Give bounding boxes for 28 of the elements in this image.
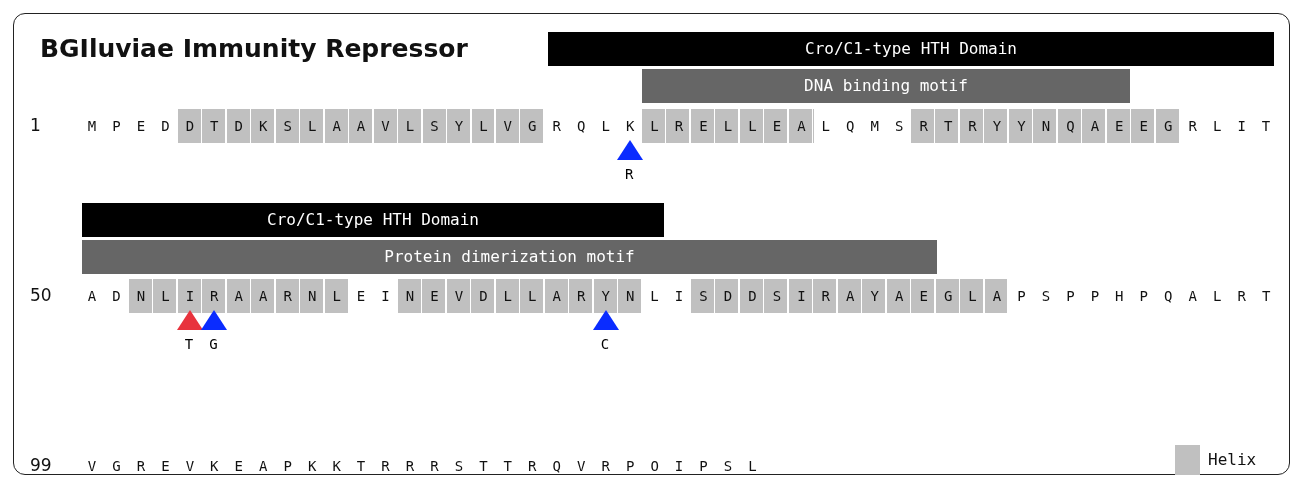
helix-segment: R T R Y Y N Q A E E G (911, 109, 1181, 143)
domain-bar: DNA binding motif (642, 69, 1130, 103)
residue-sequence: V G R E V K E A P K K T R R R S T T R Q V R P O I P S L (86, 457, 762, 476)
residue-sequence: R Q L K (551, 117, 640, 136)
residue-sequence: R L I T (1187, 117, 1276, 136)
substitution-letter: C (600, 336, 610, 352)
residue-sequence: E I (355, 287, 395, 306)
domain-bar: Cro/C1-type HTH Domain (82, 203, 664, 237)
diagram-title: BGIluviae Immunity Repressor (40, 34, 468, 63)
legend-label: Helix (1208, 450, 1257, 469)
helix-segment: L R E L L E A (642, 109, 814, 143)
helix-segment: N L I R A A R N L (128, 279, 349, 313)
substitution-letter: T (184, 336, 194, 352)
residue-number: 1 (30, 115, 41, 135)
substitution-letter: G (209, 336, 218, 352)
residue-sequence: P S P P H P Q A L R T (1016, 287, 1276, 306)
domain-bar: Protein dimerization motif (82, 240, 937, 274)
substitution-letter: R (625, 166, 634, 182)
residue-number: 50 (30, 285, 52, 305)
domain-bar: Cro/C1-type HTH Domain (548, 32, 1274, 66)
helix-segment: D T D K S L A A V L S Y L V G (177, 109, 545, 143)
residue-sequence: L Q M S (820, 117, 909, 136)
residue-sequence: M P E D (86, 117, 175, 136)
residue-sequence: L I (649, 287, 689, 306)
helix-segment: N E V D L L A R Y N (397, 279, 643, 313)
helix-segment: S D D S I R A Y A E G L A (691, 279, 1010, 313)
residue-number: 99 (30, 455, 52, 475)
residue-sequence: A D (86, 287, 126, 306)
